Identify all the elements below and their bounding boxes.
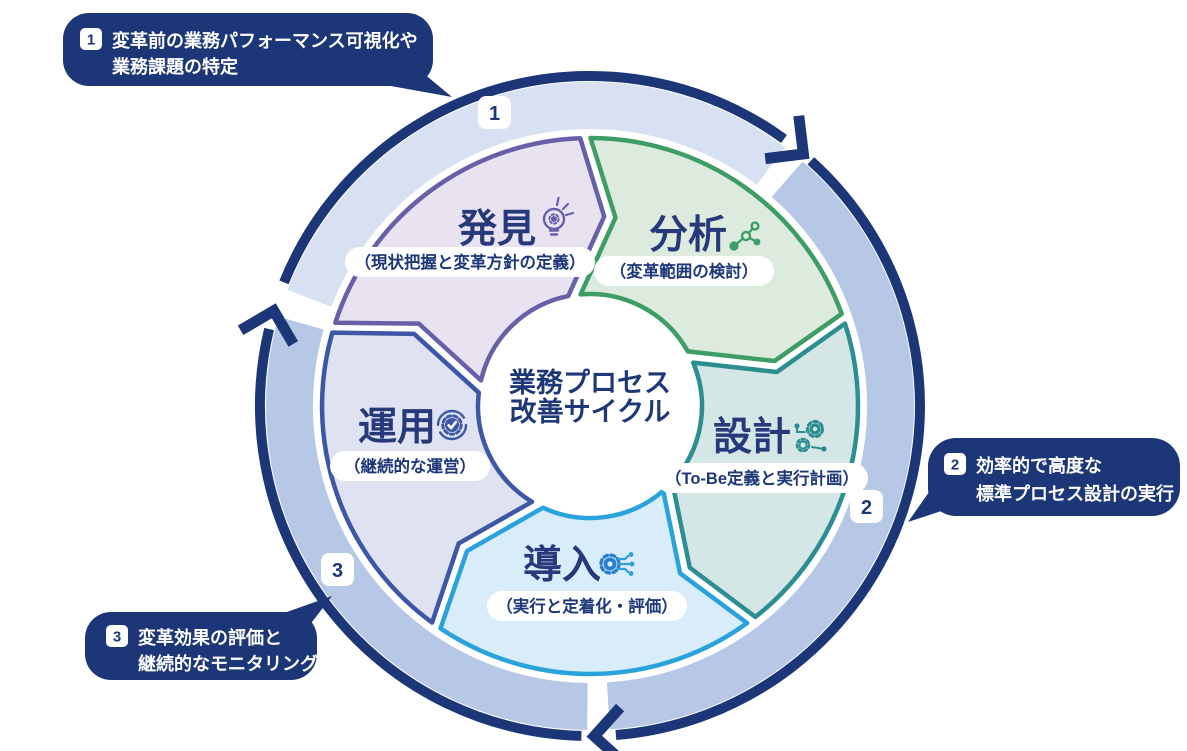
gears-flow-icon [794,419,827,453]
callout-text-line2: 継続的なモニタリング [138,653,318,674]
callout-number-chip [106,625,128,647]
ring-step-badge-2: 2 [850,490,883,523]
wedge-implementation: 導入 （実行と定着化・評価） [487,544,687,621]
wedge-operation: 運用 （継続的な運営） [330,406,490,481]
badge-box [478,96,511,129]
ring-step-badge-3: 3 [321,553,354,586]
wedge-subtitle: （変革範囲の検討） [610,261,759,281]
subtitle-pill [594,256,774,286]
callout-text-line2: 標準プロセス設計の実行 [976,483,1174,504]
ring-arc-3 [254,327,582,741]
callout-bubble [928,438,1180,516]
ring-arc-1 [279,70,787,285]
wedge-shape-implementation [438,488,750,677]
wedge-subtitle: （継続的な運営） [344,456,476,476]
callout-text-line1: 変革前の業務パフォーマンス可視化や [112,30,418,51]
wedge-title: 運用 [358,406,436,449]
callout-bubble [63,13,433,86]
ring-step-badge-1: 1 [478,96,511,129]
center-title: 業務プロセス 改善サイクル [509,368,671,427]
wedge-title: 設計 [713,416,791,459]
center-title-line2: 改善サイクル [510,396,671,427]
clockwise-arrowhead-3 [237,303,299,347]
ring-band-1 [287,81,785,307]
outer-ring [237,70,925,751]
badge-number: 2 [861,497,872,519]
wedge-subtitle: （To-Be定義と実行計画） [665,468,859,488]
gear-circuit-icon [599,552,635,576]
badge-box [850,490,883,523]
clockwise-arrowhead-2 [586,703,625,751]
ring-arc-2 [615,157,925,740]
network-nodes-icon [729,221,761,251]
callout-text-line1: 変革効果の評価と [138,627,282,648]
badge-box [321,553,354,586]
wedge-discovery: 発見 （現状把握と変革方針の定義） [345,196,595,277]
subtitle-pill [330,451,490,481]
subtitle-pill [487,591,687,621]
wedge-subtitle: （現状把握と変革方針の定義） [355,252,586,272]
lightbulb-gear-icon [542,196,575,236]
callout-number: 1 [87,32,95,49]
callout-bubble [85,612,317,680]
wedge-analysis: 分析 （変革範囲の検討） [594,214,774,286]
badge-number: 1 [489,103,500,125]
wedge-design: 設計 （To-Be定義と実行計画） [656,416,868,493]
wedge-shape-analysis [578,135,844,364]
callout-1: 1 変革前の業務パフォーマンス可視化や 業務課題の特定 [63,13,452,97]
ring-band-3 [266,316,588,730]
center-title-line1: 業務プロセス [509,368,671,398]
callout-text-line2: 業務課題の特定 [111,56,238,77]
wedge-title: 導入 [523,544,601,587]
callout-text-line1: 効率的で高度な [976,455,1102,476]
subtitle-pill [345,247,595,277]
badge-number: 3 [332,560,343,582]
wedge-title: 発見 [458,208,536,251]
wedge-title: 分析 [649,214,727,257]
ring-band-2 [606,161,915,730]
callout-number-chip [944,453,966,475]
clockwise-arrowhead-1 [764,115,810,165]
callout-number-chip [80,28,102,50]
wedge-subtitle: （実行と定着化・評価） [496,596,678,616]
callout-number: 2 [951,457,959,474]
gear-check-cycle-icon [436,409,468,441]
callout-2: 2 効率的で高度な 標準プロセス設計の実行 [908,438,1180,522]
callout-3: 3 変革効果の評価と 継続的なモニタリング [85,596,332,680]
subtitle-pill [656,463,868,493]
callout-number: 3 [113,629,121,646]
